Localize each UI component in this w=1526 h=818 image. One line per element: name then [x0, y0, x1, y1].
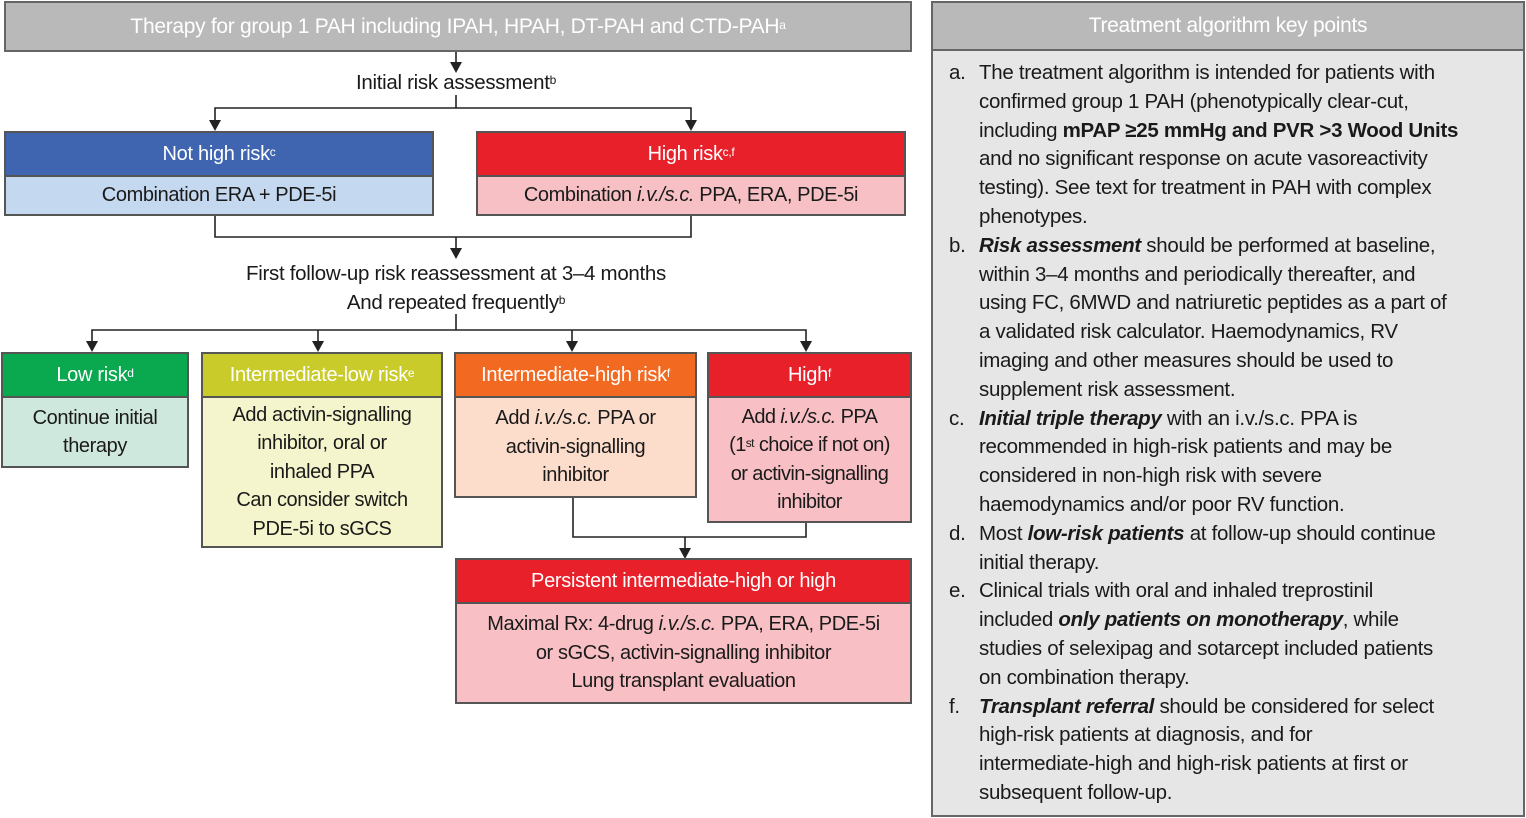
body-text: Maximal Rx: 4-drug — [487, 613, 659, 636]
footnote-ref: a — [779, 17, 786, 32]
key-point-item: c. Initial triple therapy with an i.v./s.… — [933, 405, 1523, 520]
key-point-text: at follow-up should continue initial the… — [979, 521, 1436, 574]
key-points-title: Treatment algorithm key points — [931, 1, 1525, 51]
body-text: PPA — [835, 405, 878, 428]
key-point-text: i.v./s.c. — [1235, 406, 1295, 430]
algorithm-title: Therapy for group 1 PAH including IPAH, … — [4, 1, 912, 52]
key-point-text: Risk assessment — [979, 233, 1141, 257]
key-point-text: should be considered for select high-ris… — [979, 694, 1434, 804]
key-point-item: e. Clinical trials with oral and inhaled … — [933, 577, 1523, 692]
footnote-ref: f — [827, 366, 831, 380]
footnote-ref: b — [558, 293, 566, 307]
followup-line1: First follow-up risk reassessment at 3–4… — [246, 262, 666, 285]
key-point-text: Transplant referral — [979, 694, 1155, 718]
merge-line-2 — [572, 497, 807, 538]
key-point-text: Clinical trials with oral and inhaled tr… — [979, 579, 1374, 632]
header-text: High risk — [647, 142, 723, 165]
key-point-text: Most — [979, 521, 1028, 545]
branch-line-4 — [91, 329, 807, 341]
body-italic: i.v./s.c. — [636, 184, 695, 207]
body-text: Lung transplant evaluation — [571, 670, 796, 693]
key-point-text: with an — [1161, 406, 1236, 430]
follow-up-reassessment: First follow-up risk reassessment at 3–4… — [156, 259, 756, 317]
key-point-text: should be performed at baseline, within … — [979, 233, 1447, 401]
high-followup-body: Add i.v./s.c. PPA (1st choice if not on) o… — [709, 398, 910, 521]
key-point-letter: b. — [949, 233, 966, 257]
superscript: st — [745, 436, 755, 450]
key-point-item: b. Risk assessment should be performed at… — [933, 232, 1523, 405]
initial-risk-assessment: Initial risk assessmentb — [256, 68, 656, 97]
key-point-text: only patients on monotherapy — [1058, 608, 1343, 632]
title-text: Therapy for group 1 PAH including IPAH, … — [130, 14, 780, 38]
footnote-ref: d — [127, 366, 134, 380]
body-text: or activin-signalling inhibitor — [730, 462, 889, 514]
key-point-text: low-risk patients — [1027, 521, 1185, 545]
footnote-ref: b — [549, 73, 557, 87]
header-text: High — [788, 363, 828, 386]
high-risk-body: Combination i.v./s.c. PPA, ERA, PDE-5i — [478, 177, 904, 214]
key-point-letter: e. — [949, 579, 966, 603]
merge-line — [214, 215, 692, 238]
footnote-ref: c,f — [722, 145, 735, 159]
header-text: Intermediate-low risk — [229, 363, 409, 386]
header-text: Low risk — [56, 363, 128, 386]
body-text: Add — [495, 407, 535, 430]
key-point-text: Initial triple therapy — [979, 406, 1162, 430]
low-risk-body: Continue initial therapy — [3, 398, 187, 466]
followup-line2: And repeated frequently — [346, 291, 559, 314]
intermediate-high-risk-body: Add i.v./s.c. PPA or activin-signalling … — [456, 398, 695, 496]
footnote-ref: f — [666, 366, 670, 380]
key-point-letter: a. — [949, 61, 966, 84]
body-text: PPA or activin-signalling inhibitor — [505, 407, 656, 487]
persistent-box: Persistent intermediate-high or high Max… — [455, 558, 912, 704]
key-point-letter: c. — [949, 406, 965, 430]
body-italic: i.v./s.c. — [658, 613, 717, 636]
footnote-ref: c — [269, 145, 276, 159]
key-points-panel: a. The treatment algorithm is intended fo… — [931, 49, 1525, 817]
body-text: PPA, ERA, PDE-5i — [694, 184, 859, 207]
branch-line — [214, 107, 692, 120]
initial-text: Initial risk assessment — [356, 71, 550, 94]
intermediate-low-risk-body: Add activin-signalling inhibitor, oral o… — [203, 398, 441, 546]
body-text: Combination — [523, 184, 637, 207]
key-point-text: PPA is recommended in high-risk patients… — [979, 406, 1392, 516]
persistent-header: Persistent intermediate-high or high — [457, 560, 910, 604]
key-points-list: a. The treatment algorithm is intended fo… — [933, 59, 1523, 808]
key-point-letter: f. — [949, 694, 960, 718]
body-italic: i.v./s.c. — [534, 407, 593, 430]
key-point-item: d. Most low-risk patients at follow-up sh… — [933, 520, 1523, 578]
key-point-text: mPAP ≥25 mmHg and PVR >3 Wood Units — [1062, 118, 1459, 142]
body-text: or sGCS, activin-signalling inhibitor — [535, 641, 832, 664]
body-text: choice if not on) — [753, 434, 891, 456]
key-point-text: , while studies of selexipag and sotarce… — [979, 608, 1433, 689]
header-text: Not high risk — [162, 142, 271, 165]
key-point-text: and no significant response on acute vas… — [979, 147, 1432, 228]
key-point-item: f. Transplant referral should be consider… — [933, 693, 1523, 808]
header-text: Intermediate-high risk — [481, 363, 667, 386]
key-point-letter: d. — [949, 521, 966, 545]
body-text: Add — [741, 405, 781, 428]
arrow-head — [450, 62, 462, 73]
key-point-item: a. The treatment algorithm is intended fo… — [933, 59, 1523, 232]
body-italic: i.v./s.c. — [780, 405, 836, 428]
not-high-risk-body: Combination ERA + PDE-5i — [6, 177, 432, 214]
key-point-text: The treatment algorithm is intended for … — [979, 61, 1435, 142]
body-text: (1 — [729, 434, 746, 456]
footnote-ref: e — [407, 366, 415, 380]
body-text: PPA, ERA, PDE-5i — [715, 613, 880, 636]
persistent-body: Maximal Rx: 4-drug i.v./s.c. PPA, ERA, P… — [457, 604, 910, 702]
